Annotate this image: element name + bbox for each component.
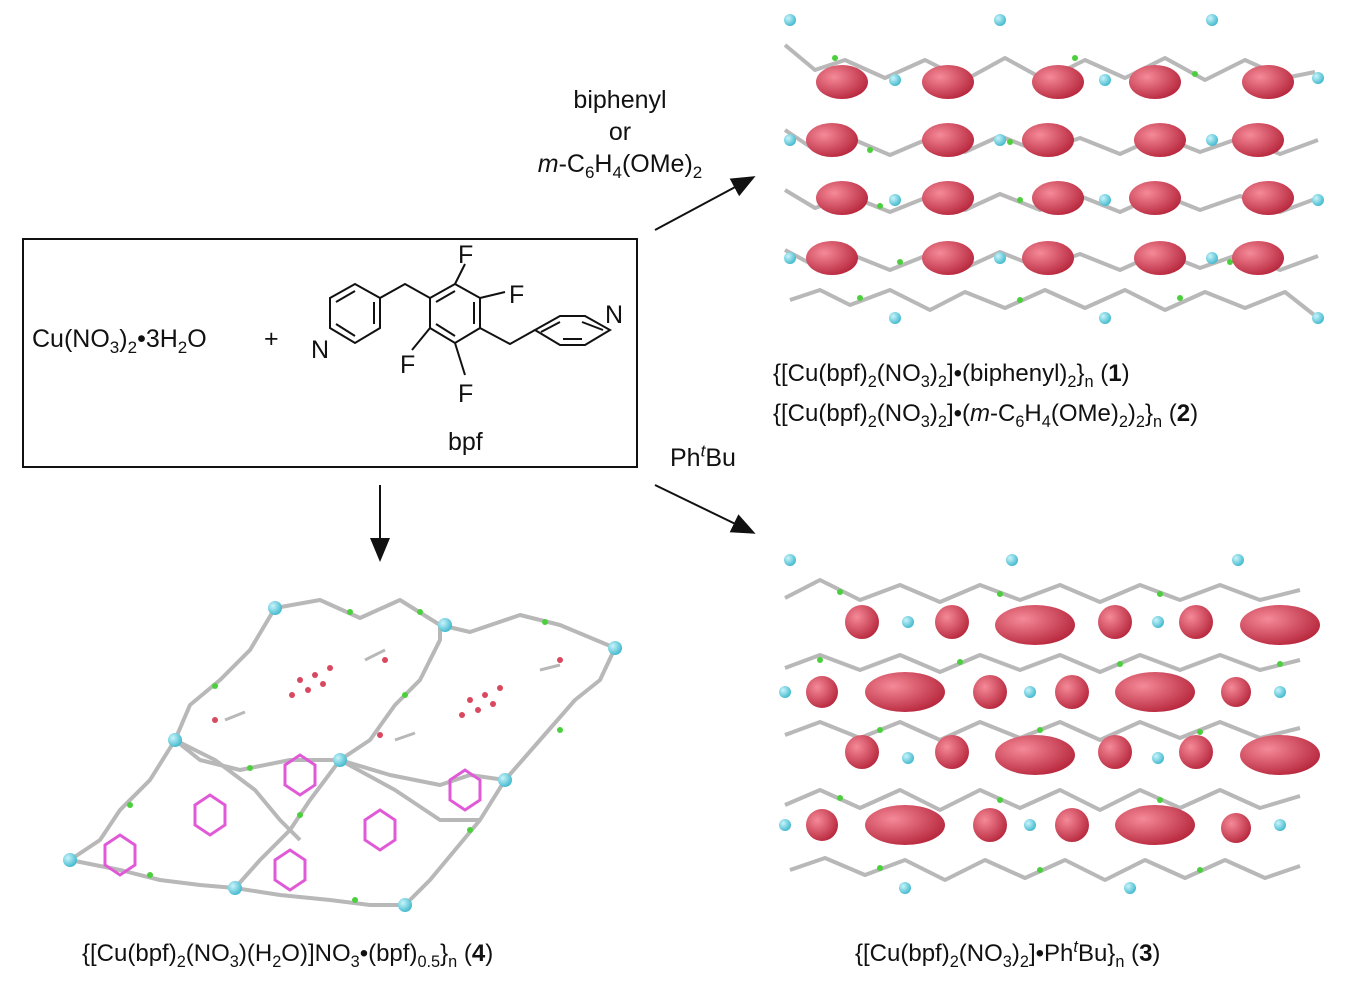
atom-f-top: F	[458, 241, 474, 269]
arrow-to-3	[654, 484, 756, 534]
product-label-3: {[Cu(bpf)2(NO3)2]•PhtBu}n (3)	[855, 938, 1161, 971]
product-label-2: {[Cu(bpf)2(NO3)2]•(m-C6H4(OMe)2)2}n (2)	[773, 400, 1199, 431]
packing-panel-3	[779, 554, 1320, 894]
product-label-1: {[Cu(bpf)2(NO3)2]•(biphenyl)2}n (1)	[773, 360, 1130, 391]
product-label-4: {[Cu(bpf)2(NO3)(H2O)]NO3•(bpf)0.5}n (4)	[82, 940, 494, 971]
atom-f-left: F	[400, 351, 416, 379]
packing-panel-1-2	[783, 14, 1324, 324]
condition-or: or	[608, 118, 632, 146]
plus-sign: +	[264, 325, 279, 353]
condition-dimethoxybenzene: m-C6H4(OMe)2	[537, 150, 703, 182]
condition-biphenyl: biphenyl	[573, 86, 667, 114]
reactant-box	[22, 238, 638, 468]
condition-route-3: PhtBu	[670, 441, 736, 472]
ligand-name: bpf	[448, 428, 483, 456]
packing-panel-4	[63, 598, 622, 912]
atom-n-left: N	[311, 336, 330, 364]
condition-route-1-2: biphenyl or m-C6H4(OMe)2	[520, 84, 720, 182]
arrow-to-1-2	[654, 176, 756, 231]
atom-f-bottom: F	[458, 380, 474, 408]
copper-salt-formula: Cu(NO3)2•3H2O	[32, 325, 207, 357]
atom-n-right: N	[605, 301, 624, 329]
atom-f-right: F	[509, 281, 525, 309]
